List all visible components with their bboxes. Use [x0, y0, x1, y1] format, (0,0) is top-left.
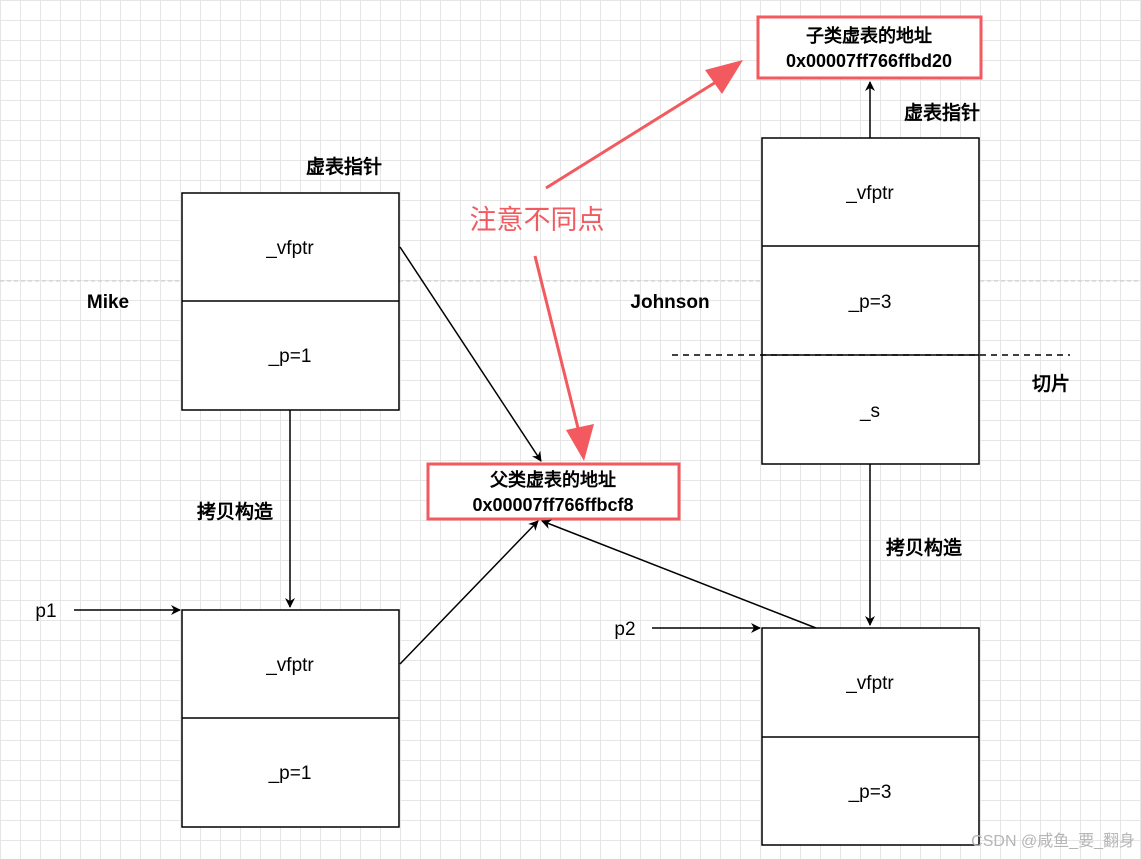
johnson-copy-p-cell: _p=3: [848, 782, 892, 803]
parent-vtable-title: 父类虚表的地址: [490, 469, 616, 490]
johnson-vfptr-cell: _vfptr: [845, 183, 894, 204]
p2-label: p2: [614, 619, 635, 640]
mike-copy-vfptr-cell: _vfptr: [265, 655, 314, 676]
mike-object[interactable]: _vfptr _p=1: [181, 192, 400, 411]
johnson-s-cell: _s: [859, 401, 880, 422]
mike-p-cell: _p=1: [268, 346, 312, 367]
slice-label: 切片: [1032, 372, 1070, 395]
mike-copy-vfptr-arrow: [399, 520, 539, 665]
mike-label: Mike: [87, 292, 129, 313]
johnson-p-cell: _p=3: [848, 292, 892, 313]
child-vtable-title: 子类虚表的地址: [806, 25, 932, 46]
johnson-label: Johnson: [630, 292, 709, 313]
mike-vfptr-arrow: [399, 246, 542, 462]
mike-copy-object[interactable]: _vfptr _p=1: [181, 609, 400, 828]
p1-label: p1: [35, 601, 56, 622]
johnson-copy-vfptr-arrow: [541, 519, 817, 629]
johnson-copy-vfptr-cell: _vfptr: [845, 673, 894, 694]
vtable-pointer-label-left: 虚表指针: [306, 155, 382, 178]
mike-copy-p-cell: _p=1: [268, 763, 312, 784]
note-arrow-to-parent: [533, 255, 594, 461]
mike-vfptr-cell: _vfptr: [265, 238, 314, 259]
vtable-pointer-label-right: 虚表指针: [904, 101, 980, 124]
watermark: CSDN @咸鱼_要_翻身: [971, 832, 1135, 850]
johnson-copy-object[interactable]: _vfptr _p=3: [761, 627, 980, 846]
note-label: 注意不同点: [470, 205, 605, 235]
parent-vtable-address: 0x00007ff766ffbcf8: [472, 495, 633, 515]
johnson-object[interactable]: _vfptr _p=3 _s: [761, 137, 980, 465]
note-arrow-to-child: [545, 60, 743, 190]
copy-construct-label-right: 拷贝构造: [886, 536, 963, 559]
copy-construct-label-left: 拷贝构造: [197, 500, 274, 523]
child-vtable-box[interactable]: 子类虚表的地址 0x00007ff766ffbd20: [756, 15, 983, 80]
child-vtable-address: 0x00007ff766ffbd20: [786, 51, 952, 71]
parent-vtable-box[interactable]: 父类虚表的地址 0x00007ff766ffbcf8: [426, 462, 681, 521]
